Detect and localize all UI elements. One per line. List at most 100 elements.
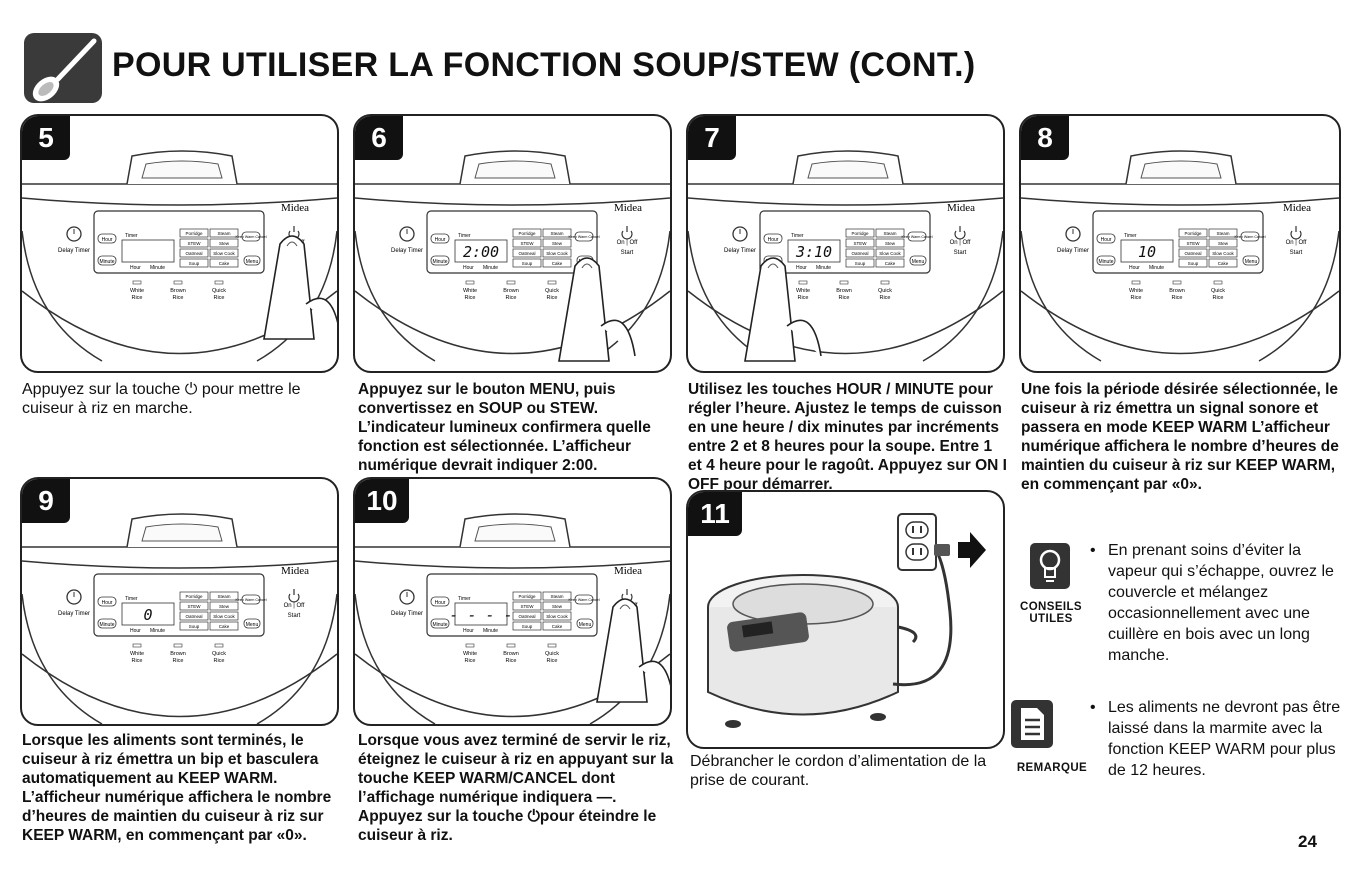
brand-logo: Midea <box>281 202 309 214</box>
start-label: Start <box>621 250 634 256</box>
lcd-display: 10 <box>1138 243 1156 261</box>
rice-preset-label: Brown <box>836 288 852 294</box>
step-8-text: Une fois la période désirée sélectionnée… <box>1021 381 1339 493</box>
step-7-panel: 7 Delay TimerHourMinuteTimer3:10HourMinu… <box>686 114 1005 373</box>
cooker-illustration: Delay TimerHourMinuteTimer3:10HourMinute… <box>688 150 1003 362</box>
menu-item-label: Steam <box>550 231 563 236</box>
lcd-hour-label: Hour <box>1129 265 1140 271</box>
rice-preset-label: Quick <box>212 288 226 294</box>
on-off-label: On | Off <box>617 240 638 246</box>
hour-button-label: Hour <box>102 237 113 243</box>
menu-button-label: Menu <box>1245 259 1258 265</box>
minute-button-label: Minute <box>432 259 447 265</box>
rice-preset-label: Brown <box>170 651 186 657</box>
menu-item-label: Stew <box>1218 241 1229 246</box>
rice-preset-label: Rice <box>1212 295 1223 301</box>
step-6-text: Appuyez sur le bouton MENU, puis convert… <box>358 381 651 474</box>
menu-item-label: Cake <box>552 261 563 266</box>
keep-warm-label: Keep Warm Cancel <box>901 235 932 239</box>
keep-warm-label: Keep Warm Cancel <box>235 598 266 602</box>
hour-button-label: Hour <box>1101 237 1112 243</box>
lcd-hour-label: Hour <box>463 628 474 634</box>
rice-preset-label: Rice <box>838 295 849 301</box>
rice-preset-label: White <box>463 651 477 657</box>
menu-item-label: Slow Cook <box>879 251 901 256</box>
lcd-display: 0 <box>143 606 152 624</box>
conseils-body: En prenant soins d’éviter la vapeur qui … <box>1108 542 1334 664</box>
timer-label: Timer <box>125 596 138 602</box>
delay-timer-label: Delay Timer <box>1057 248 1089 254</box>
lcd-hour-label: Hour <box>463 265 474 271</box>
rice-preset-label: Rice <box>505 295 516 301</box>
menu-item-label: Steam <box>883 231 896 236</box>
menu-item-label: Soup <box>1188 261 1199 266</box>
menu-item-label: Steam <box>217 594 230 599</box>
menu-item-label: Soup <box>522 261 533 266</box>
menu-item-label: Slow Cook <box>1212 251 1234 256</box>
timer-label: Timer <box>458 233 471 239</box>
rice-preset-label: Rice <box>464 295 475 301</box>
rice-preset-label: Rice <box>1171 295 1182 301</box>
conseils-text: • En prenant soins d’éviter la vapeur qu… <box>1090 540 1344 666</box>
lcd-minute-label: Minute <box>816 265 831 271</box>
rice-preset-label: Quick <box>1211 288 1225 294</box>
menu-item-label: Steam <box>550 594 563 599</box>
menu-item-label: Soup <box>855 261 866 266</box>
lcd-minute-label: Minute <box>483 265 498 271</box>
step-number: 6 <box>355 116 403 160</box>
step-5-text: Appuyez sur la touche ⏻ pour mettre le c… <box>22 381 301 417</box>
pointing-finger <box>263 235 337 340</box>
menu-item-label: Soup <box>522 624 533 629</box>
menu-button-label: Menu <box>246 622 259 628</box>
menu-item-label: Soup <box>189 624 200 629</box>
hour-button-label: Hour <box>435 600 446 606</box>
timer-label: Timer <box>458 596 471 602</box>
alarm-clock-icon <box>399 226 415 242</box>
lcd-display: 2:00 <box>463 243 499 261</box>
lcd-hour-label: Hour <box>130 265 141 271</box>
lcd-minute-label: Minute <box>483 628 498 634</box>
rice-preset-label: Rice <box>131 658 142 664</box>
on-off-label: On | Off <box>950 240 971 246</box>
minute-button-label: Minute <box>99 622 114 628</box>
rice-preset-label: Brown <box>503 651 519 657</box>
step-number: 10 <box>355 479 409 523</box>
page-number: 24 <box>1298 832 1317 851</box>
menu-item-label: STEW <box>1187 241 1201 246</box>
step-number: 7 <box>688 116 736 160</box>
minute-button-label: Minute <box>99 259 114 265</box>
remarque-text: • Les aliments ne devront pas être laiss… <box>1090 697 1348 781</box>
menu-button-label: Menu <box>246 259 259 265</box>
rice-preset-label: Rice <box>1130 295 1141 301</box>
rice-preset-label: Quick <box>545 288 559 294</box>
lightbulb-icon <box>1030 543 1070 589</box>
step-9-text: Lorsque les aliments sont terminés, le c… <box>22 732 332 844</box>
menu-item-label: STEW <box>521 241 535 246</box>
hour-button-label: Hour <box>435 237 446 243</box>
menu-item-label: Stew <box>885 241 896 246</box>
delay-timer-label: Delay Timer <box>391 248 423 254</box>
conseils-label: CONSEILS UTILES <box>1020 601 1082 625</box>
step-number: 11 <box>688 492 742 536</box>
rice-preset-label: Rice <box>213 658 224 664</box>
on-off-label: On | Off <box>284 603 305 609</box>
spoon-icon <box>24 33 102 103</box>
remarque-label: REMARQUE <box>1016 762 1088 774</box>
keep-warm-label: Keep Warm Cancel <box>568 598 599 602</box>
menu-item-label: STEW <box>854 241 868 246</box>
menu-item-label: STEW <box>188 241 202 246</box>
menu-item-label: STEW <box>521 604 535 609</box>
delay-timer-label: Delay Timer <box>58 611 90 617</box>
minute-button-label: Minute <box>432 622 447 628</box>
hour-button-label: Hour <box>768 237 779 243</box>
step-number: 9 <box>22 479 70 523</box>
rice-preset-label: Brown <box>1169 288 1185 294</box>
menu-item-label: Porridge <box>1184 231 1202 236</box>
rice-preset-label: Rice <box>464 658 475 664</box>
menu-button-label: Menu <box>579 622 592 628</box>
menu-item-label: Steam <box>1216 231 1229 236</box>
